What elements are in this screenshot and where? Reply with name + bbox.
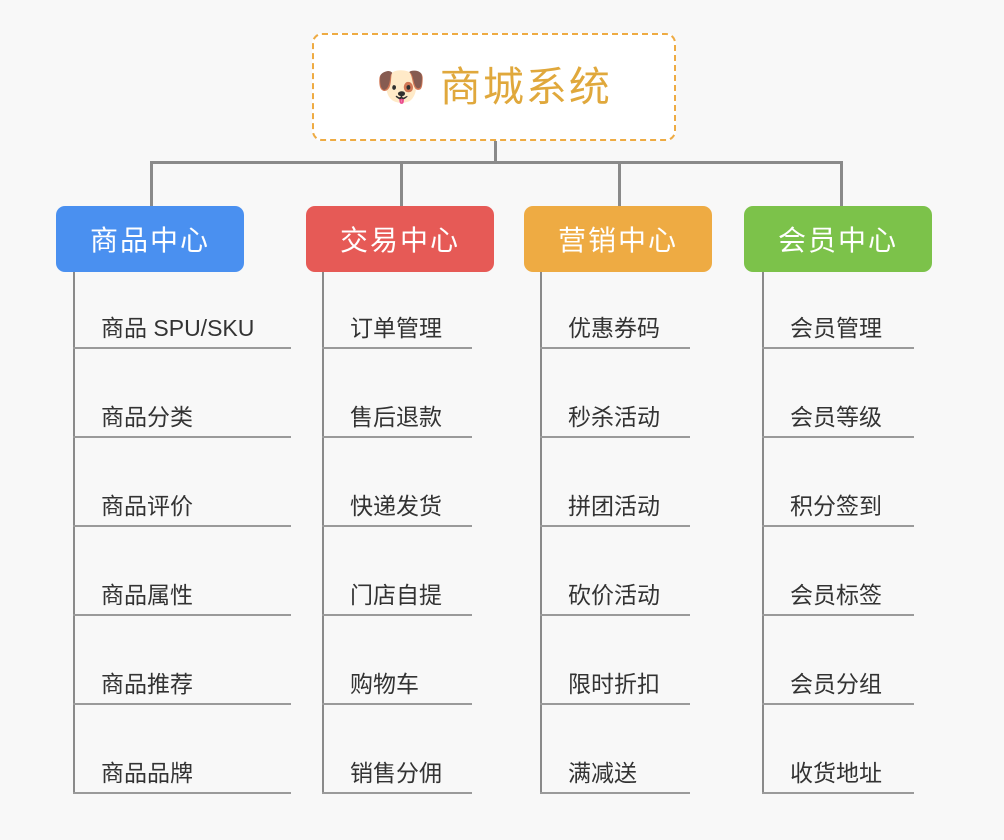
leaf-item[interactable]: 会员管理 bbox=[762, 305, 914, 349]
category-label: 商品中心 bbox=[89, 225, 210, 256]
leaf-item[interactable]: 商品推荐 bbox=[73, 661, 291, 705]
category-box-4[interactable]: 会员中心 bbox=[744, 206, 932, 272]
dog-face-emoji: 🐶 bbox=[376, 64, 426, 110]
column-spine-1 bbox=[73, 272, 75, 794]
leaf-item[interactable]: 收货地址 bbox=[762, 750, 914, 794]
branch-drop-connector-1 bbox=[150, 161, 153, 206]
leaf-item[interactable]: 快递发货 bbox=[322, 483, 472, 527]
branch-drop-connector-3 bbox=[618, 161, 621, 206]
leaf-item[interactable]: 砍价活动 bbox=[540, 572, 690, 616]
root-node[interactable]: 🐶 商城系统 bbox=[312, 33, 676, 141]
leaf-item[interactable]: 会员等级 bbox=[762, 394, 914, 438]
root-stem-connector bbox=[494, 141, 497, 163]
category-box-2[interactable]: 交易中心 bbox=[306, 206, 494, 272]
branch-distribution-bar bbox=[150, 161, 842, 164]
leaf-item[interactable]: 商品评价 bbox=[73, 483, 291, 527]
leaf-item[interactable]: 优惠券码 bbox=[540, 305, 690, 349]
column-spine-3 bbox=[540, 272, 542, 794]
column-spine-4 bbox=[762, 272, 764, 794]
category-box-1[interactable]: 商品中心 bbox=[56, 206, 244, 272]
leaf-item[interactable]: 限时折扣 bbox=[540, 661, 690, 705]
leaf-item[interactable]: 商品品牌 bbox=[73, 750, 291, 794]
category-label: 会员中心 bbox=[777, 225, 898, 256]
leaf-item[interactable]: 秒杀活动 bbox=[540, 394, 690, 438]
category-label: 交易中心 bbox=[339, 225, 460, 256]
branch-drop-connector-4 bbox=[840, 161, 843, 206]
branch-drop-connector-2 bbox=[400, 161, 403, 206]
category-label: 营销中心 bbox=[557, 225, 678, 256]
leaf-item[interactable]: 购物车 bbox=[322, 661, 472, 705]
leaf-item[interactable]: 商品属性 bbox=[73, 572, 291, 616]
leaf-item[interactable]: 销售分佣 bbox=[322, 750, 472, 794]
leaf-item[interactable]: 会员分组 bbox=[762, 661, 914, 705]
category-box-3[interactable]: 营销中心 bbox=[524, 206, 712, 272]
leaf-item[interactable]: 订单管理 bbox=[322, 305, 472, 349]
leaf-item[interactable]: 拼团活动 bbox=[540, 483, 690, 527]
leaf-item[interactable]: 积分签到 bbox=[762, 483, 914, 527]
root-title: 商城系统 bbox=[439, 63, 612, 110]
column-spine-2 bbox=[322, 272, 324, 794]
leaf-item[interactable]: 门店自提 bbox=[322, 572, 472, 616]
leaf-item[interactable]: 售后退款 bbox=[322, 394, 472, 438]
leaf-item[interactable]: 会员标签 bbox=[762, 572, 914, 616]
leaf-item[interactable]: 满减送 bbox=[540, 750, 690, 794]
leaf-item[interactable]: 商品 SPU/SKU bbox=[73, 305, 291, 349]
leaf-item[interactable]: 商品分类 bbox=[73, 394, 291, 438]
